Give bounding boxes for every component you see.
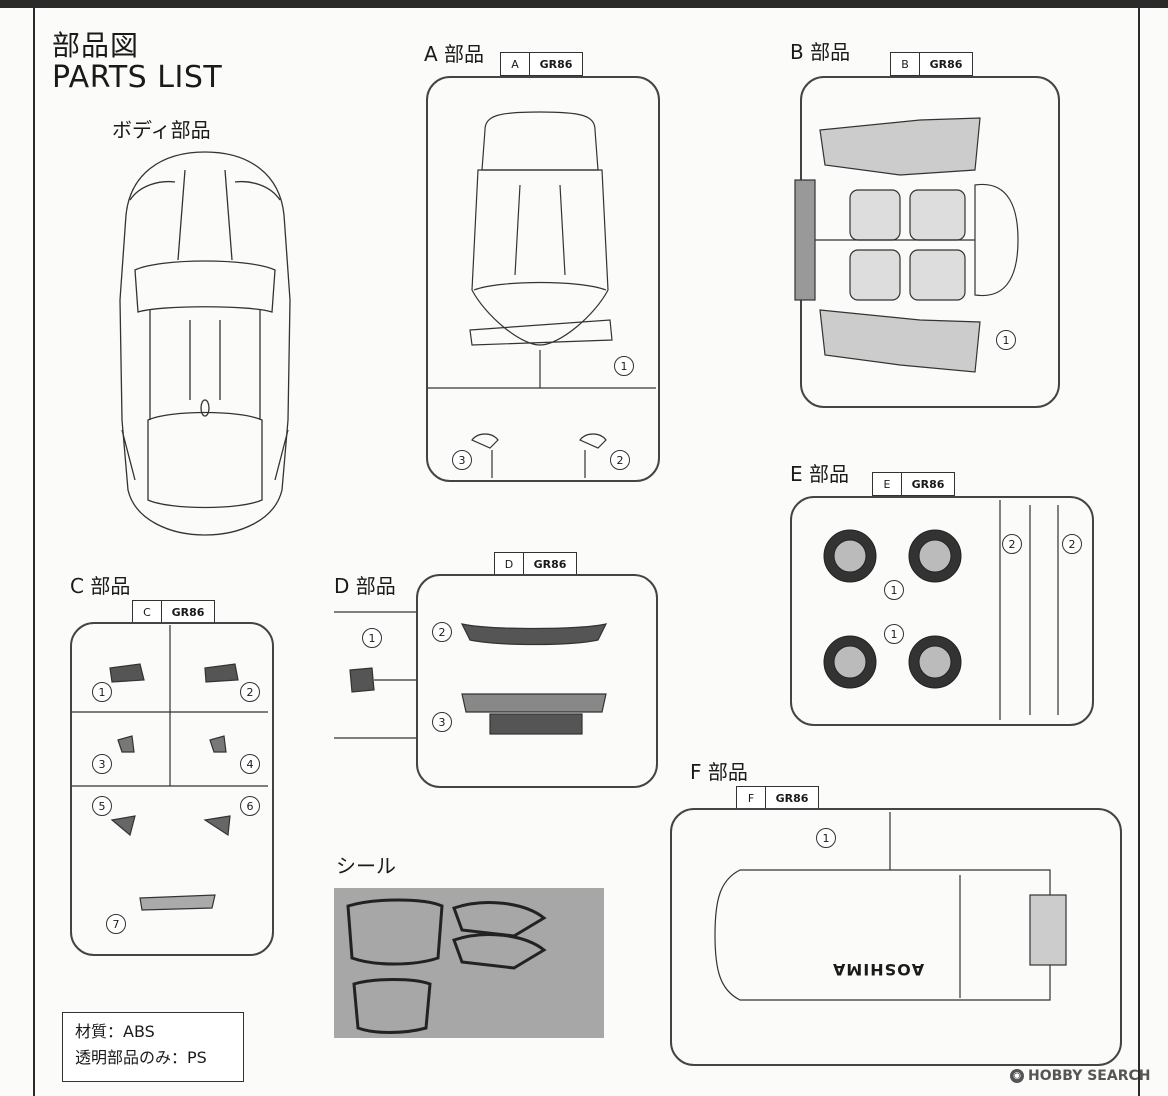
part-f-1: 1 [816, 828, 836, 848]
runner-c-tag-code: GR86 [171, 605, 205, 619]
seal-label: シール [336, 854, 396, 878]
runner-b-tag: B GR86 [890, 52, 973, 76]
watermark-text: HOBBY SEARCH [1028, 1068, 1151, 1084]
runner-b-tag-code: GR86 [929, 57, 963, 71]
runner-f-tag-code: GR86 [775, 791, 809, 805]
part-d-2: 2 [432, 622, 452, 642]
part-c-3: 3 [92, 754, 112, 774]
frame-left-line [33, 8, 35, 1096]
runner-c-tag: C GR86 [132, 600, 215, 624]
page-title-en: PARTS LIST [52, 60, 223, 95]
runner-c-tag-letter: C [133, 601, 162, 623]
runner-e-frame [790, 496, 1094, 726]
part-c-2: 2 [240, 682, 260, 702]
part-a-1: 1 [614, 356, 634, 376]
part-e-1a: 1 [884, 580, 904, 600]
aoshima-molded-logo: AOSHIMA [832, 960, 925, 979]
runner-a-frame [426, 76, 660, 482]
runner-f-tag: F GR86 [736, 786, 819, 810]
part-c-6: 6 [240, 796, 260, 816]
material-note-box: 材質：ABS 透明部品のみ：PS [62, 1012, 244, 1082]
runner-d-tag-code: GR86 [533, 557, 567, 571]
runner-e-tag-code: GR86 [911, 477, 945, 491]
section-d-label: D 部品 [334, 574, 396, 598]
part-d-1: 1 [362, 628, 382, 648]
runner-d-tag-letter: D [495, 553, 524, 575]
part-e-2b: 2 [1062, 534, 1082, 554]
section-b-label: B 部品 [790, 40, 851, 64]
runner-d-tag: D GR86 [494, 552, 577, 576]
runner-e-tag: E GR86 [872, 472, 955, 496]
section-c-label: C 部品 [70, 574, 131, 598]
runner-c-frame [70, 622, 274, 956]
decal-sheet [334, 888, 604, 1038]
decal-shapes [346, 898, 547, 1034]
section-a-label: A 部品 [424, 42, 485, 66]
part-c-1: 1 [92, 682, 112, 702]
section-f-label: F 部品 [690, 760, 748, 784]
frame-right-line [1138, 8, 1140, 1096]
material-line-1: 材質：ABS [75, 1022, 155, 1041]
part-d-3: 3 [432, 712, 452, 732]
runner-d-frame [416, 574, 658, 788]
watermark-logo-icon: ◉ [1010, 1069, 1024, 1083]
top-border [0, 0, 1168, 8]
section-e-label: E 部品 [790, 462, 849, 486]
page-title-jp: 部品図 [52, 29, 140, 62]
part-c-4: 4 [240, 754, 260, 774]
hobby-search-watermark: ◉ HOBBY SEARCH [1010, 1068, 1150, 1084]
part-e-1b: 1 [884, 624, 904, 644]
runner-a-tag: A GR86 [500, 52, 583, 76]
part-b-1: 1 [996, 330, 1016, 350]
body-parts-label: ボディ部品 [112, 118, 211, 142]
part-a-2: 2 [610, 450, 630, 470]
runner-a-tag-letter: A [501, 53, 530, 75]
runner-b-tag-letter: B [891, 53, 920, 75]
runner-a-tag-code: GR86 [539, 57, 573, 71]
runner-f-tag-letter: F [737, 787, 766, 809]
runner-f-frame [670, 808, 1122, 1066]
part-a-3: 3 [452, 450, 472, 470]
runner-e-tag-letter: E [873, 473, 902, 495]
material-line-2: 透明部品のみ：PS [75, 1048, 207, 1067]
part-c-7: 7 [106, 914, 126, 934]
part-c-5: 5 [92, 796, 112, 816]
part-e-2a: 2 [1002, 534, 1022, 554]
